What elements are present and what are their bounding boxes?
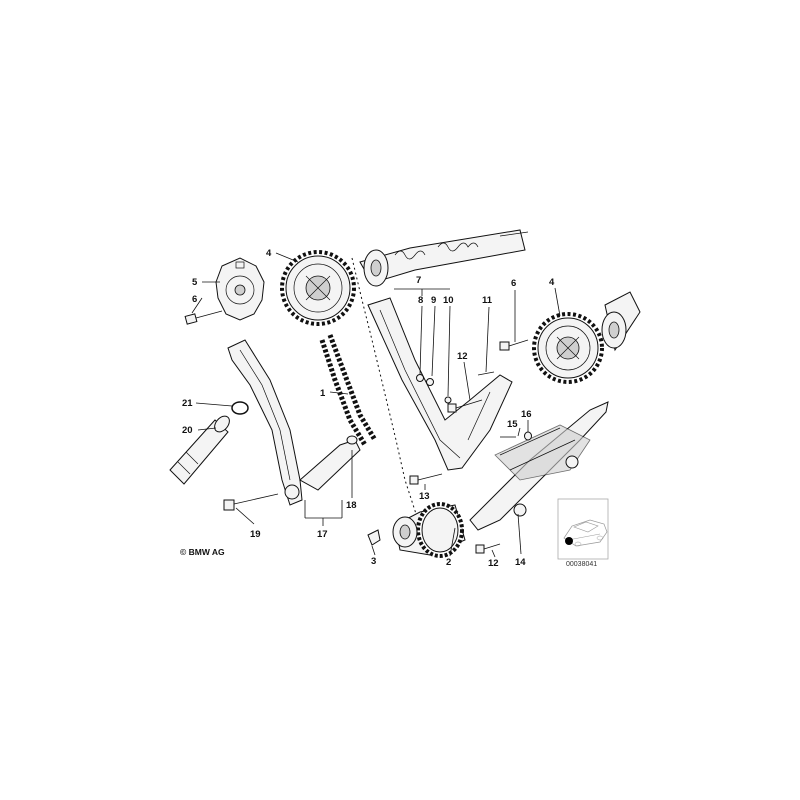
callout-16: 16 [521,409,532,420]
callout-10: 10 [443,295,454,306]
washer-16 [524,431,532,441]
callout-6-right: 6 [511,278,516,289]
tensioner-arm-18 [299,435,361,491]
callout-4-left: 4 [266,248,272,259]
callout-1: 1 [320,388,326,399]
leader-lines [191,252,561,558]
sprocket-4-left [280,250,356,326]
guide-rail-7 [367,297,513,471]
callout-15: 15 [507,419,518,430]
thumbnail-frame [557,498,609,560]
callout-12-lower: 12 [488,558,499,569]
callout-4-right: 4 [549,277,555,288]
bolt-12-upper [447,399,483,413]
tensioner-rail-17 [227,339,303,506]
callout-6-left: 6 [192,294,197,305]
callout-2: 2 [446,557,451,568]
callout-19: 19 [250,529,261,540]
copyright-text: © BMW AG [180,547,225,557]
bolt-12-lower [475,543,501,554]
bolt-6-left [184,310,223,325]
callout-20: 20 [182,425,193,436]
pulse-wheel-5 [215,257,265,321]
callout-3: 3 [371,556,376,567]
seal-ring-21 [231,401,249,415]
callout-7: 7 [416,275,421,286]
camshaft-left [359,229,529,287]
callout-labels: 4 5 6 1 7 8 9 10 11 6 4 12 16 15 13 2 12… [182,248,555,569]
tensioner-rail-14 [469,401,609,531]
callout-12-upper: 12 [457,351,468,362]
callout-14: 14 [515,557,526,568]
location-marker-icon [565,537,573,545]
callout-11: 11 [482,295,493,306]
car-outline-icon [563,519,608,547]
vehicle-locator-thumbnail: 00038041 [557,498,609,568]
chain-tensioner-20 [169,415,230,485]
camshaft-right [601,291,641,352]
timing-chain-1 [319,257,419,521]
crank-sprocket-2 [392,502,466,558]
bolt-19 [223,493,279,511]
woodruff-key-3 [367,529,381,546]
callout-8: 8 [418,295,423,306]
callout-18: 18 [346,500,357,511]
washers-8-9-10 [416,374,452,404]
bolt-13 [409,473,443,485]
callout-5: 5 [192,277,198,288]
callout-17: 17 [317,529,328,540]
callout-9: 9 [431,295,436,306]
bolt-6-right [499,339,529,351]
pin-11 [477,371,495,376]
reference-number: 00038041 [566,561,597,568]
callout-21: 21 [182,398,193,409]
sprocket-4-right [532,312,604,384]
callout-13: 13 [419,491,430,502]
